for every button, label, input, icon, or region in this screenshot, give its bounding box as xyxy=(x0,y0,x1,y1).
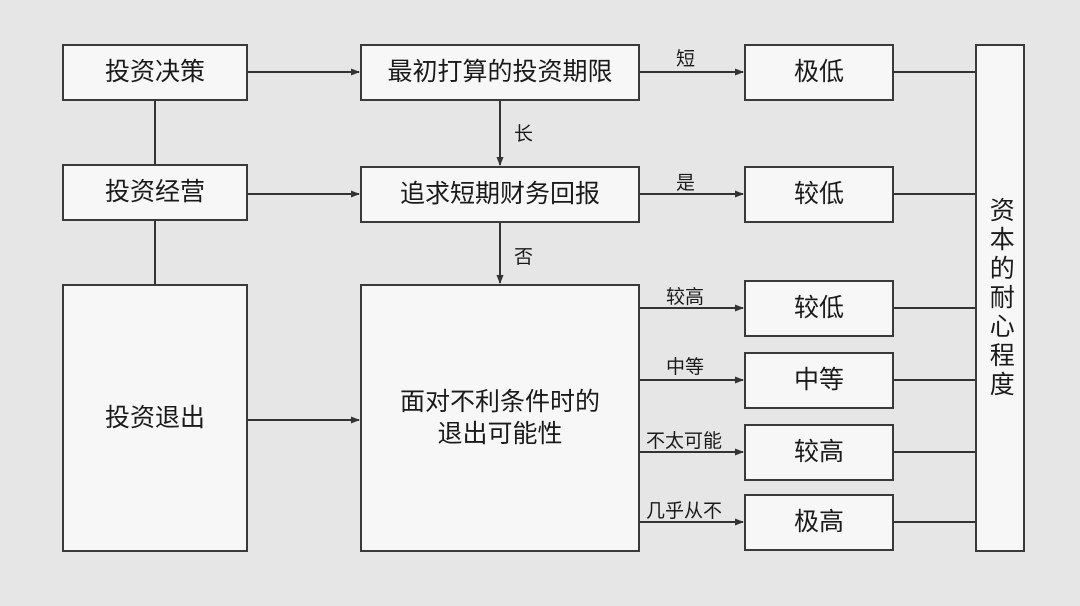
edge-label-long: 长 xyxy=(514,123,534,145)
level-medium: 中等 xyxy=(744,352,894,409)
node-initial-horizon: 最初打算的投资期限 xyxy=(360,44,640,101)
node-investment-exit: 投资退出 xyxy=(62,284,248,552)
level-high: 较高 xyxy=(744,424,894,481)
node-short-term-return: 追求短期财务回报 xyxy=(360,166,640,223)
node-investment-operation: 投资经营 xyxy=(62,164,248,221)
level-very-low: 极低 xyxy=(744,44,894,101)
edge-label-medium: 中等 xyxy=(666,356,705,378)
edge-label-no: 否 xyxy=(514,246,534,268)
edge-label-almost-never: 几乎从不 xyxy=(646,500,723,522)
node-capital-patience: 资本的耐心程度 xyxy=(975,44,1025,552)
node-exit-possibility: 面对不利条件时的 退出可能性 xyxy=(360,284,640,552)
node-investment-decision: 投资决策 xyxy=(62,44,248,101)
level-low-return: 较低 xyxy=(744,166,894,223)
edge-label-yes: 是 xyxy=(676,172,696,194)
level-very-high: 极高 xyxy=(744,494,894,551)
edge-label-unlikely: 不太可能 xyxy=(646,430,723,452)
edge-label-higher: 较高 xyxy=(666,286,705,308)
edge-label-short: 短 xyxy=(676,48,696,70)
level-low-exit: 较低 xyxy=(744,280,894,337)
